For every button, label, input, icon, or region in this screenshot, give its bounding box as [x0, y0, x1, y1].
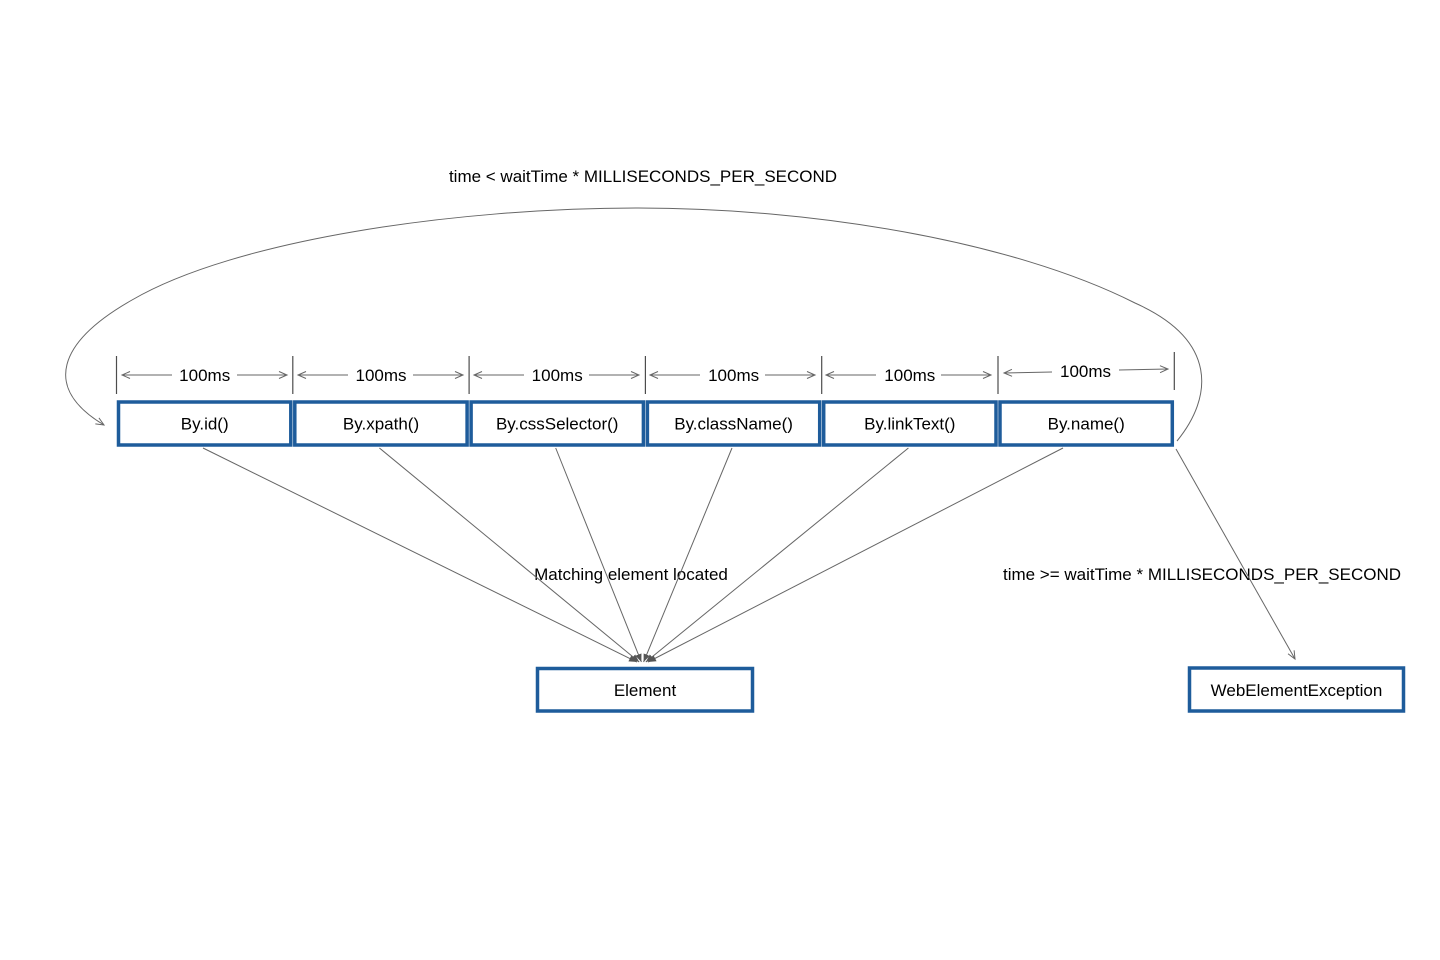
interval-label: 100ms: [532, 366, 583, 385]
locator-box-bylinktext: By.linkText(): [821, 400, 998, 447]
interval-dimension-5: 100ms: [824, 366, 993, 385]
connector-byxpath-element: [379, 447, 640, 663]
connector-bycssselector-element: [555, 447, 642, 663]
locator-label: By.name(): [1048, 415, 1125, 434]
locator-box-bycssselector: By.cssSelector(): [469, 400, 646, 447]
connector-byname-element: [647, 447, 1064, 663]
locator-label: By.cssSelector(): [496, 415, 619, 434]
locator-rect: [645, 400, 822, 447]
element-node: Element: [535, 666, 755, 713]
locator-rect: [998, 400, 1175, 447]
connector-byname-exception: [1175, 448, 1296, 661]
locator-rect: [116, 400, 293, 447]
match-annotation-label: Matching element located: [534, 565, 728, 584]
connector-byid-element: [202, 447, 638, 663]
interval-ticks: [115, 352, 1175, 394]
interval-dimension-2: 100ms: [296, 366, 465, 385]
element-rect: [535, 666, 755, 713]
dimension-arrow-left: [1002, 368, 1053, 377]
connector-bylinktext-element: [645, 447, 909, 663]
locator-label: By.xpath(): [343, 415, 419, 434]
interval-label: 100ms: [179, 366, 230, 385]
interval-label: 100ms: [355, 366, 406, 385]
interval-dimension-4: 100ms: [648, 366, 817, 385]
locator-box-byclassname: By.className(): [645, 400, 822, 447]
locator-box-byname: By.name(): [998, 400, 1175, 447]
exception-node: WebElementException: [1187, 666, 1406, 713]
locator-rect: [293, 400, 469, 447]
interval-label: 100ms: [1060, 362, 1111, 381]
interval-label: 100ms: [884, 366, 935, 385]
interval-dimension-6: 100ms: [1002, 362, 1170, 381]
loop-arc: [65, 207, 1203, 442]
connector-byclassname-element: [643, 447, 733, 663]
locator-rect: [469, 400, 646, 447]
locator-box-byxpath: By.xpath(): [293, 400, 469, 447]
exception-label: WebElementException: [1211, 681, 1383, 700]
interval-dimension-1: 100ms: [120, 366, 289, 385]
timeout-condition-label: time >= waitTime * MILLISECONDS_PER_SECO…: [1003, 565, 1401, 584]
locator-label: By.linkText(): [864, 415, 955, 434]
exception-rect: [1187, 666, 1406, 713]
loop-condition-label: time < waitTime * MILLISECONDS_PER_SECON…: [449, 167, 837, 186]
interval-label: 100ms: [708, 366, 759, 385]
locator-label: By.className(): [674, 415, 793, 434]
interval-dimension-3: 100ms: [472, 366, 641, 385]
match-connectors: [202, 447, 1064, 663]
locator-box-byid: By.id(): [116, 400, 293, 447]
element-label: Element: [614, 681, 677, 700]
dimension-arrow-right: [1118, 365, 1170, 374]
locator-label: By.id(): [181, 415, 229, 434]
locator-rect: [821, 400, 998, 447]
